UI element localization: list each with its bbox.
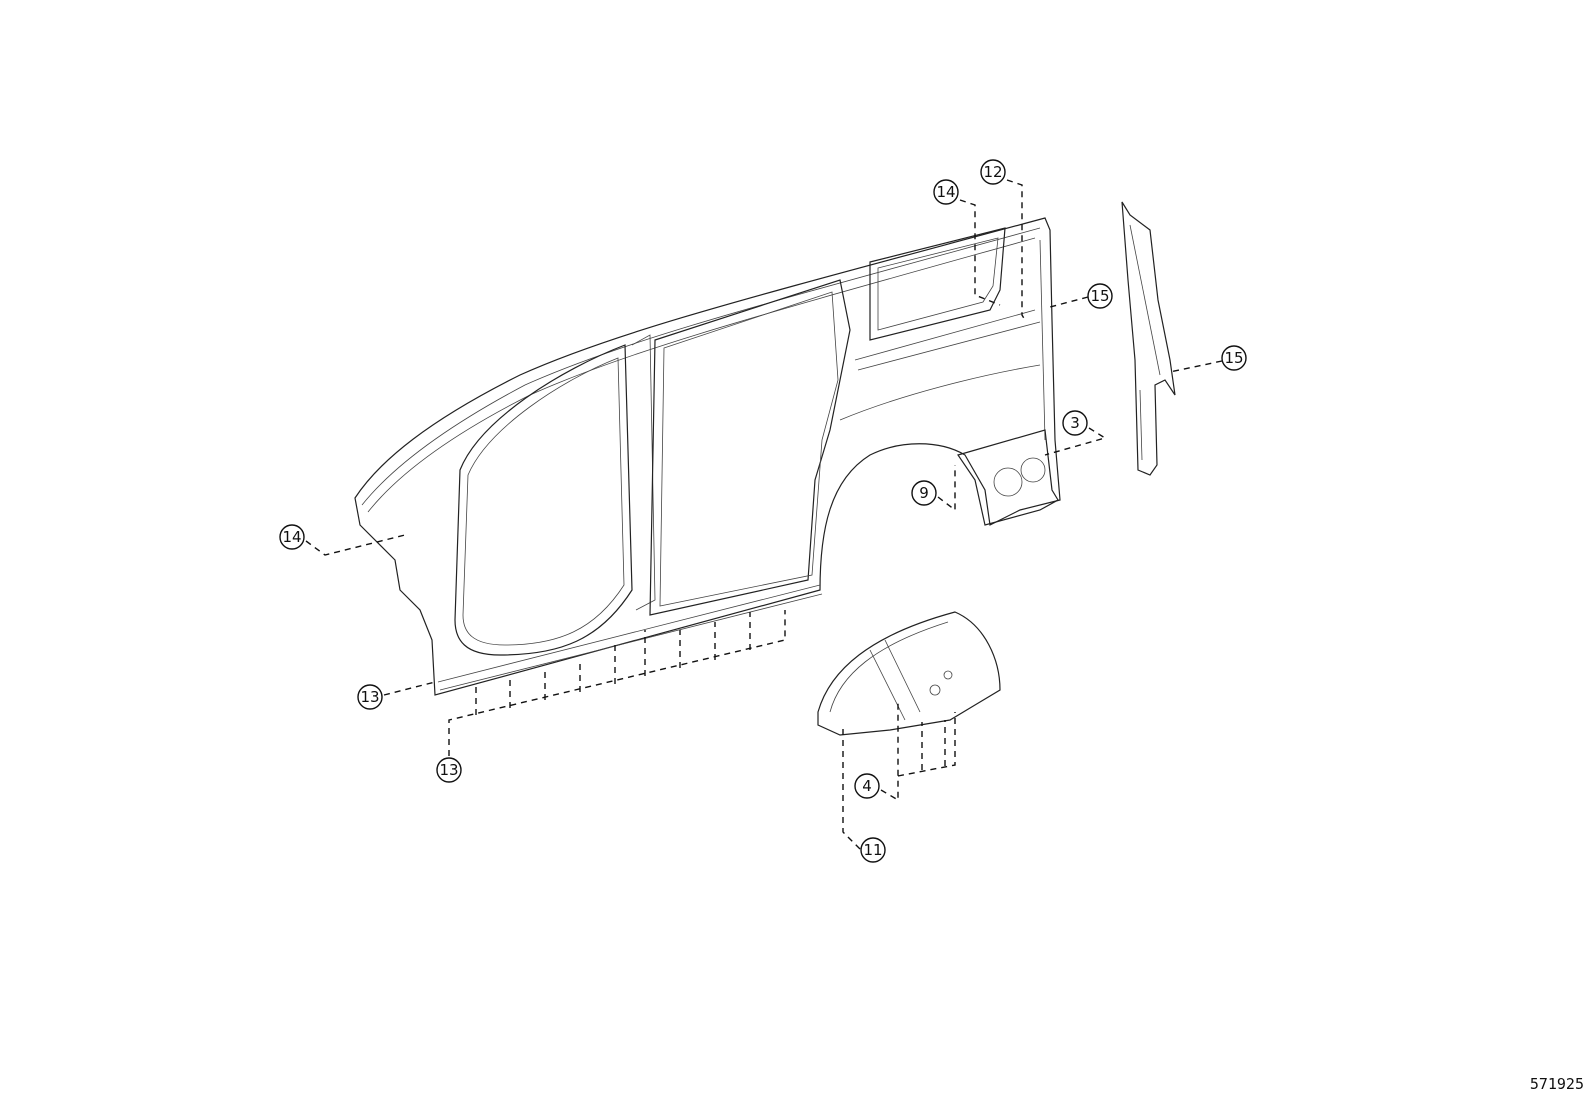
svg-text:3: 3 [1070, 414, 1080, 432]
callout-4: 4 [854, 773, 880, 799]
svg-text:14: 14 [936, 183, 955, 201]
svg-text:11: 11 [863, 841, 882, 859]
svg-text:14: 14 [282, 528, 301, 546]
svg-text:13: 13 [360, 688, 379, 706]
callout-14-upper: 14 [933, 179, 959, 205]
wheel-house-inner [817, 611, 1001, 736]
svg-text:15: 15 [1224, 349, 1243, 367]
svg-text:13: 13 [439, 761, 458, 779]
svg-text:15: 15 [1090, 287, 1109, 305]
callout-15-pillar: 15 [1221, 345, 1247, 371]
rear-extension-panel [957, 429, 1059, 526]
callout-15-panel: 15 [1087, 283, 1113, 309]
leader-lines [305, 179, 1223, 850]
callout-11: 11 [860, 837, 886, 863]
callout-9: 9 [911, 480, 937, 506]
side-outer-panel [354, 217, 1061, 696]
callout-3: 3 [1062, 410, 1088, 436]
svg-text:4: 4 [862, 777, 872, 795]
svg-text:9: 9 [919, 484, 929, 502]
callout-13-rocker: 13 [357, 684, 383, 710]
diagram-reference-number: 571925 [1529, 1075, 1584, 1093]
rear-pillar-reinforcement [1121, 201, 1176, 476]
callout-14-front: 14 [279, 524, 305, 550]
callout-12: 12 [980, 159, 1006, 185]
callout-13-lower: 13 [436, 757, 462, 783]
svg-text:12: 12 [983, 163, 1002, 181]
